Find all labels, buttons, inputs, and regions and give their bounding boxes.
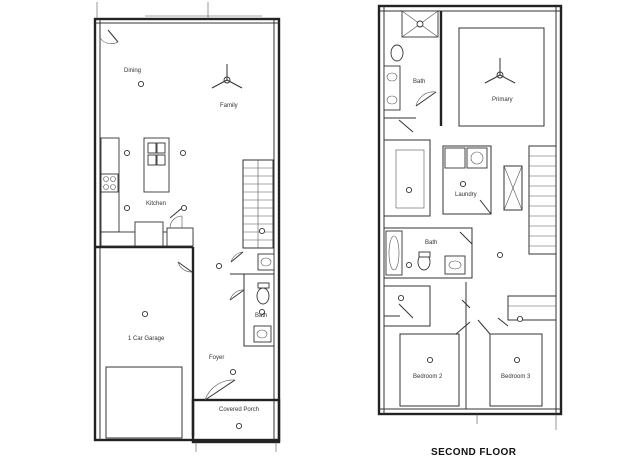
laundry-room bbox=[442, 145, 492, 215]
linen-closet bbox=[503, 165, 523, 211]
room-label-kitchen: Kitchen bbox=[146, 201, 166, 207]
first-floor: Dining Family Kitchen 1 Car Garage Bath … bbox=[93, 2, 281, 452]
toilet-icon bbox=[256, 287, 270, 305]
room-label-primary: Primary bbox=[492, 97, 513, 103]
covered-porch-outline bbox=[191, 398, 281, 444]
bedroom3-outline bbox=[489, 333, 543, 407]
room-label-garage: 1 Car Garage bbox=[128, 336, 165, 342]
ceiling-fan-icon bbox=[211, 64, 243, 89]
room-label-bath-upper: Bath bbox=[413, 79, 425, 85]
room-label-bedroom3: Bedroom 3 bbox=[501, 374, 531, 380]
refrigerator bbox=[134, 221, 164, 247]
floor-title-second: SECOND FLOOR bbox=[431, 447, 517, 458]
ceiling-fan-icon bbox=[484, 58, 516, 84]
bedroom2-closet bbox=[383, 285, 431, 327]
sink-icon bbox=[383, 65, 401, 111]
room-label-bath-first: Bath bbox=[255, 313, 267, 319]
sink-icon bbox=[253, 325, 272, 343]
stair-icon bbox=[242, 159, 274, 249]
room-label-laundry: Laundry bbox=[455, 192, 477, 198]
room-label-bath-hall: Bath bbox=[425, 240, 437, 246]
sink-icon bbox=[444, 255, 466, 275]
primary-tray-ceiling bbox=[458, 27, 545, 127]
toilet-icon bbox=[390, 44, 404, 62]
room-label-family: Family bbox=[220, 103, 238, 109]
room-label-dining: Dining bbox=[124, 68, 141, 74]
bedroom3-closet bbox=[507, 295, 557, 321]
second-floor: Bath Primary Laundry Bath Bedroom 2 Bedr… bbox=[377, 4, 563, 458]
room-label-covered-porch: Covered Porch bbox=[219, 407, 259, 413]
stove-icon bbox=[100, 173, 119, 193]
hall-bath-walls bbox=[383, 227, 473, 279]
ceiling-light-icon bbox=[397, 180, 524, 364]
walk-in-closet bbox=[383, 139, 431, 217]
pantry bbox=[166, 227, 194, 247]
room-label-foyer: Foyer bbox=[209, 355, 224, 361]
second-floor-exterior-wall bbox=[377, 4, 563, 416]
garage-door bbox=[105, 366, 183, 439]
bathtub-icon bbox=[385, 230, 403, 276]
first-floor-exterior-wall bbox=[93, 17, 281, 442]
ceiling-light-icon bbox=[123, 80, 266, 430]
bedroom2-outline bbox=[399, 333, 460, 407]
room-label-bedroom2: Bedroom 2 bbox=[413, 374, 443, 380]
stair-icon bbox=[503, 145, 557, 255]
first-floor-bath-walls bbox=[243, 273, 275, 347]
